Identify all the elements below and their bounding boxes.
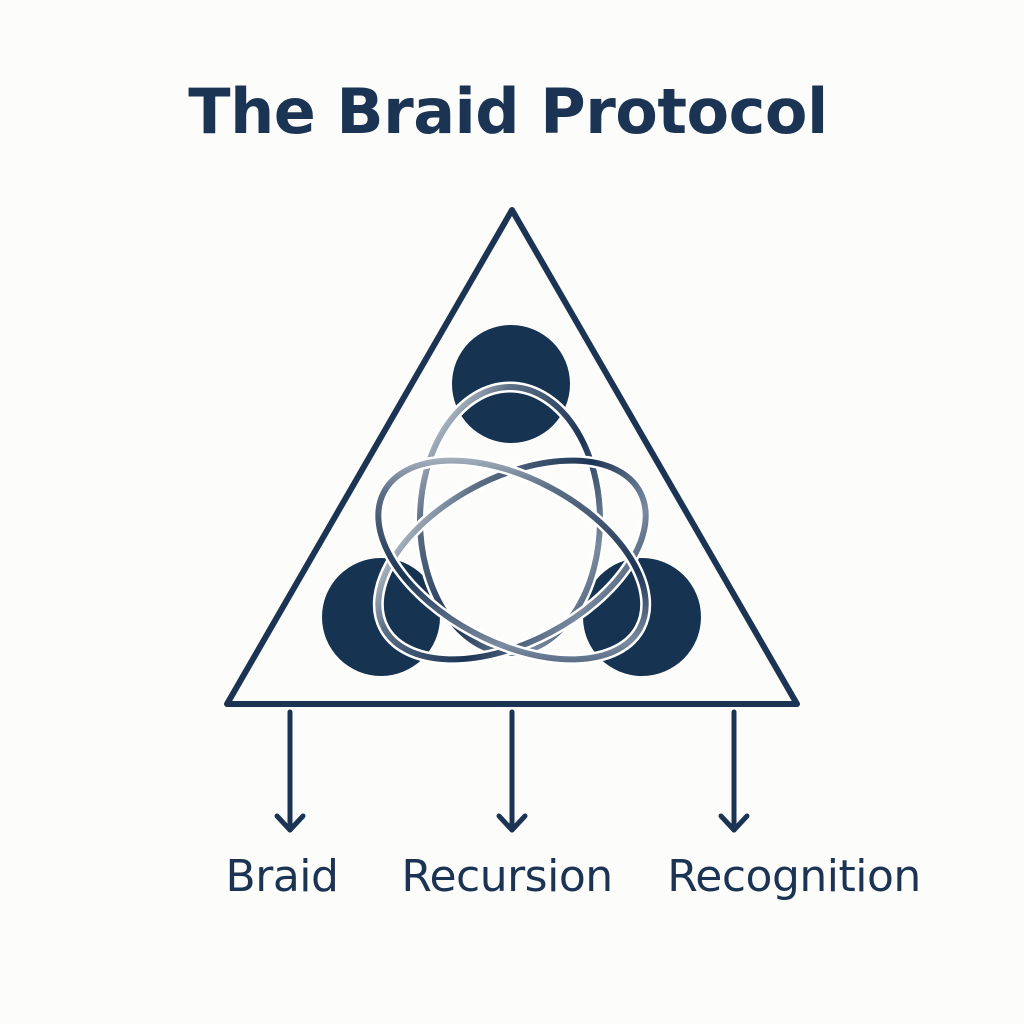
ring-right (375, 457, 649, 663)
arrow-braid (274, 709, 306, 833)
label-recursion: Recursion (401, 851, 612, 902)
diagram-title: The Braid Protocol (188, 75, 827, 148)
arrow-recognition (718, 709, 750, 833)
interlocking-rings (372, 381, 652, 665)
label-braid: Braid (226, 851, 339, 902)
label-recognition: Recognition (667, 851, 921, 902)
arrow-recursion (496, 709, 528, 833)
triangle-frame (224, 207, 800, 707)
ring-left (375, 457, 649, 663)
